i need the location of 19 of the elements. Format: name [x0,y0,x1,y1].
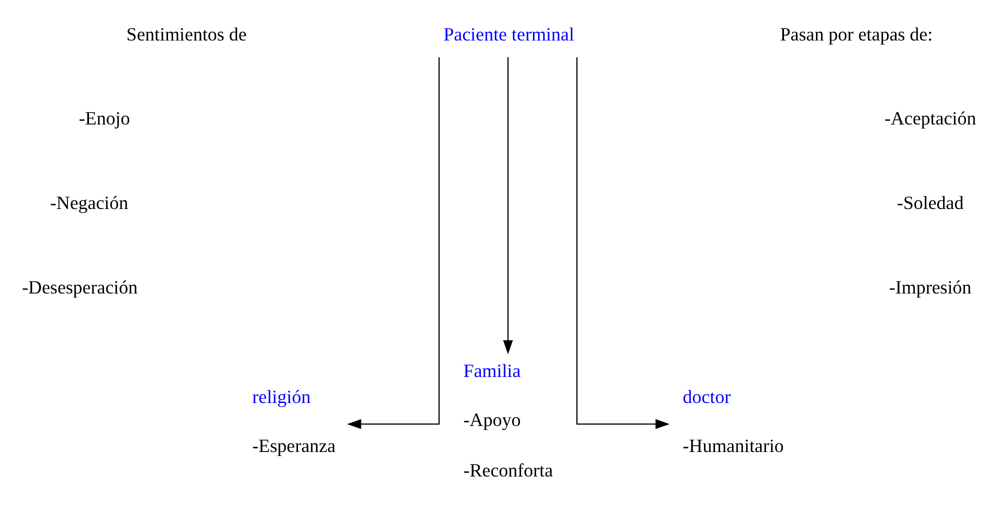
label: -Enojo [78,108,130,130]
node-text: Familia [463,360,521,382]
label: Sentimientos de [126,24,247,46]
node-text: Paciente terminal [443,24,574,46]
label: -Desesperación [22,278,138,299]
node-label: -Esperanza [252,436,336,458]
node-label: -Humanitario [682,436,784,458]
arrow [503,57,513,354]
label: -Soledad [896,193,964,214]
label: -Negación [50,193,128,214]
node-label: -Reconforta [463,460,553,482]
label: Pasan por etapas de: [780,24,933,46]
arrow [576,57,670,430]
node-label: -Apoyo [463,410,521,432]
arrow [347,57,440,430]
node-text: religión [252,386,311,408]
node-text: doctor [682,386,731,408]
label: -Impresión [889,278,972,299]
label: -Aceptación [884,108,976,130]
